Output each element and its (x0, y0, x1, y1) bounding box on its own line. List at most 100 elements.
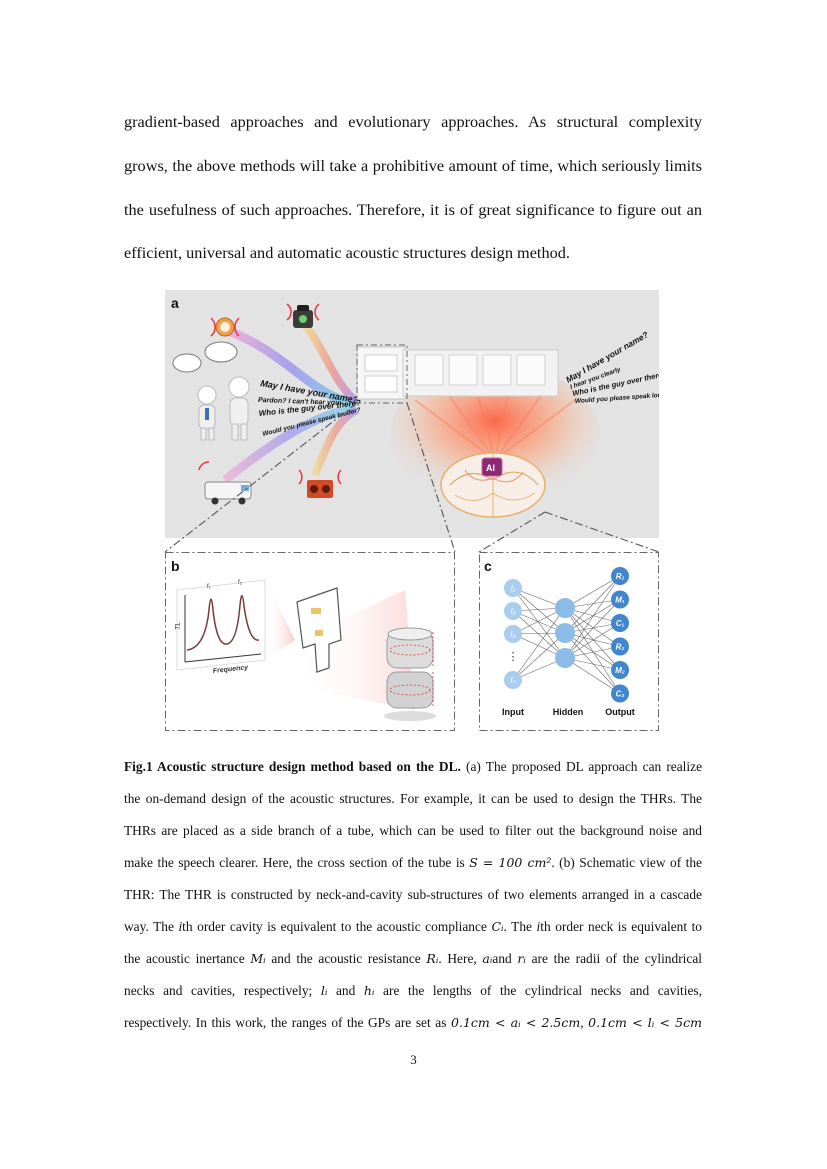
x-axis (184, 653, 262, 663)
body-line: efficient, universal and automatic acous… (124, 243, 570, 262)
thr-tube-array (356, 346, 559, 400)
output-node (611, 614, 629, 632)
page-number: 3 (410, 1052, 417, 1067)
nn-edge (512, 607, 566, 681)
tl-plot: f₁ f₂ Frequency TL (175, 580, 262, 675)
radio-icon (298, 469, 342, 498)
caption-line: Fig.1 Acoustic structure design method b… (124, 759, 703, 774)
glow-rays (414, 384, 576, 461)
nn-edge (564, 599, 621, 659)
nn-edge (564, 657, 621, 694)
math-expression: rᵢ (517, 951, 526, 966)
output-node-label: R₁ (616, 572, 625, 581)
people-figures-icon (172, 341, 250, 441)
input-node-label: l₁ (511, 584, 516, 593)
input-node (504, 579, 522, 597)
output-node (611, 567, 629, 585)
math-expression: aᵢ (482, 951, 493, 966)
sound-glow (390, 365, 600, 505)
panel-a-label: a (171, 295, 179, 311)
figure-1: a (164, 290, 676, 732)
nn-edge (564, 607, 621, 694)
caption-line: THRs are placed as a side branch of a tu… (124, 823, 702, 838)
math-expression: 0.1cm < lᵢ < 5cm (588, 1015, 702, 1030)
output-node-label: R₂ (616, 643, 625, 652)
nn-edge (564, 575, 621, 634)
input-node (504, 602, 522, 620)
thr-schematic (296, 587, 342, 673)
nn-edge (564, 599, 621, 634)
output-node-label: M₂ (615, 666, 625, 675)
nn-edge (564, 607, 621, 671)
panel-b-label: b (171, 558, 180, 574)
nn-edge (512, 587, 566, 634)
panel-c-label: c (484, 558, 492, 574)
sound-ribbon (311, 406, 359, 477)
telephone-icon (286, 303, 320, 328)
caption-line: the acoustic inertance Mᵢ and the acoust… (124, 951, 702, 966)
nn-edge (564, 607, 621, 647)
sound-ribbon (301, 322, 360, 406)
y-axis-label: TL (175, 622, 182, 630)
hidden-node (555, 598, 575, 618)
input-node-label: lₙ (511, 676, 517, 685)
math-expression: Rᵢ (426, 951, 439, 966)
output-layer-label: Output (605, 707, 635, 717)
plot-projection (265, 580, 295, 660)
input-layer-label: Input (502, 707, 524, 717)
math-expression: Cᵢ (491, 919, 504, 934)
ai-chip-label: AI (486, 463, 495, 473)
body-line: the usefulness of such approaches. There… (124, 200, 702, 219)
figure-1-graphic: a (164, 290, 676, 731)
caption-title: Fig.1 Acoustic structure design method b… (124, 759, 461, 774)
light-beam (295, 590, 415, 710)
body-line: grows, the above methods will take a pro… (124, 156, 702, 175)
ai-chip-icon: AI (481, 457, 503, 477)
caption-line: the on-demand design of the acoustic str… (124, 791, 702, 806)
caption-line: THR: The THR is constructed by neck-and-… (124, 887, 702, 902)
input-node-label: l₃ (511, 630, 516, 639)
nn-edge (564, 632, 621, 694)
caption-line: way. The ith order cavity is equivalent … (124, 919, 702, 934)
tl-plot-card (176, 579, 266, 671)
zoom-box (356, 344, 408, 404)
x-axis-label: Frequency (212, 664, 249, 675)
math-expression: Mᵢ (250, 951, 266, 966)
peak-label: f₁ (207, 584, 211, 590)
sound-ribbon (222, 403, 356, 484)
nn-edge (512, 610, 566, 659)
math-expression: S = 100 cm² (469, 855, 552, 870)
nn-edge (564, 575, 621, 659)
nn-edge (512, 587, 566, 659)
output-node-label: M₁ (615, 596, 625, 605)
neural-network-diagram: l₁ l₂ l₃ ⋮ lₙ R₁ M₁ C₁ R₂ M₂ C₂ (504, 567, 629, 703)
math-expression: 0.1cm < aᵢ < 2.5cm (451, 1015, 581, 1030)
input-node-label: l₂ (511, 607, 516, 616)
math-expression: hᵢ (363, 983, 375, 998)
brain-icon (440, 452, 546, 518)
nn-edge (512, 632, 566, 681)
output-node (611, 661, 629, 679)
caption-line: respectively. In this work, the ranges o… (124, 1015, 702, 1030)
nn-edge (564, 575, 621, 609)
hidden-node (555, 648, 575, 668)
input-node (504, 671, 522, 689)
caption-line: make the speech clearer. Here, the cross… (124, 855, 703, 870)
math-expression: lᵢ (320, 983, 328, 998)
peak-label: f₂ (238, 580, 243, 586)
nn-edge (564, 632, 621, 671)
zoom-connector-lines (164, 402, 660, 553)
output-node-label: C₁ (616, 619, 625, 628)
tl-curve (186, 595, 260, 651)
output-node (611, 637, 629, 656)
output-node-label: C₂ (616, 690, 625, 699)
input-node (504, 625, 522, 643)
alarm-clock-icon (210, 317, 240, 337)
caption-line: necks and cavities, respectively; lᵢ and… (124, 983, 702, 998)
output-node (611, 684, 629, 703)
sound-ribbon (223, 325, 356, 407)
body-line: gradient-based approaches and evolutiona… (124, 112, 702, 131)
output-node (611, 590, 629, 609)
input-ellipsis: ⋮ (508, 651, 519, 663)
nn-edge (564, 622, 621, 659)
